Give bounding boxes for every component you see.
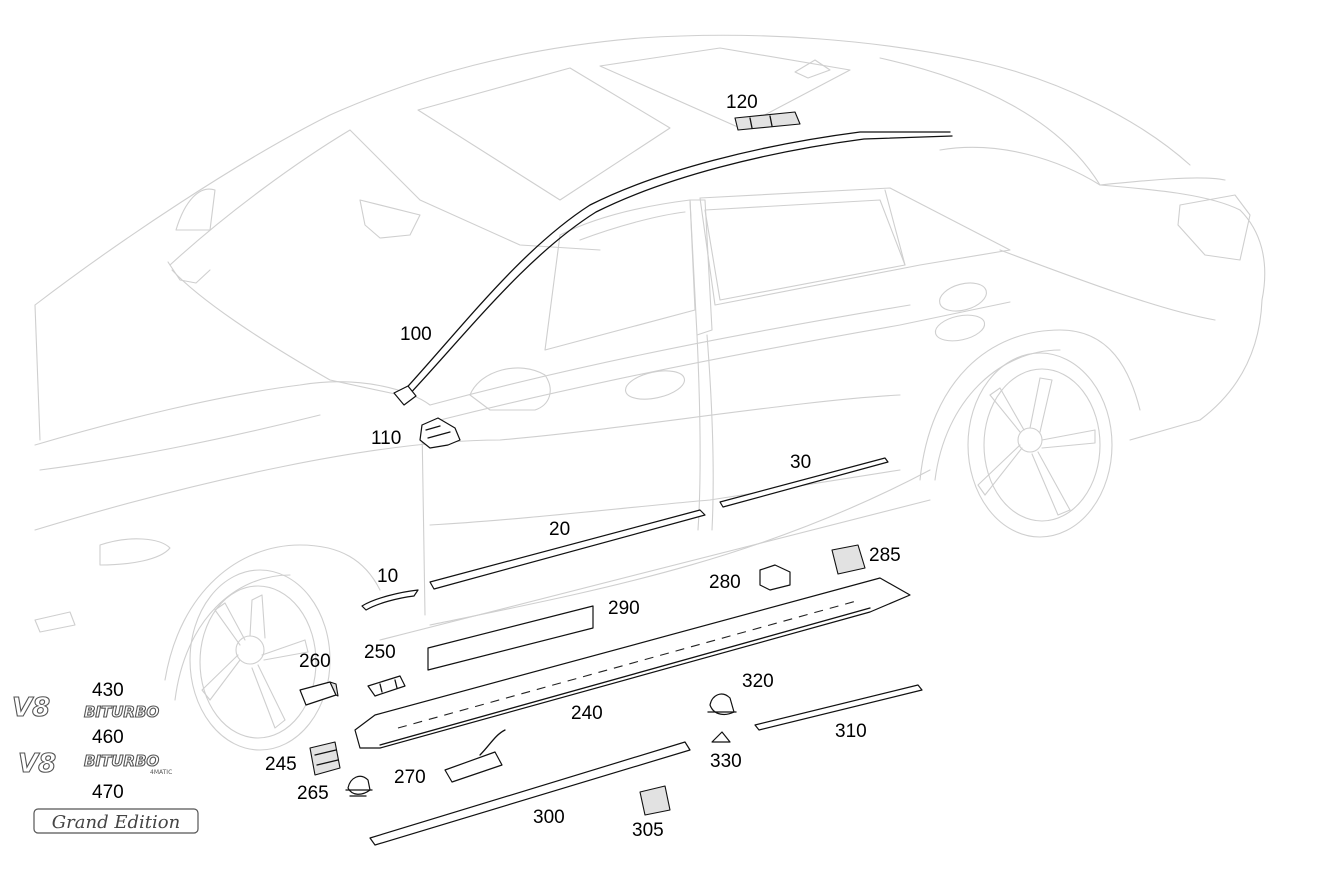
callout-270: 270 — [394, 767, 426, 788]
badge-430: V8 BITURBO — [11, 692, 160, 723]
callout-300: 300 — [533, 807, 565, 828]
part-110-clip — [419, 417, 461, 449]
callout-labels: 120 100 110 30 20 10 285 280 290 250 260… — [92, 92, 901, 841]
part-30-door-trim — [719, 457, 889, 508]
callout-240: 240 — [571, 703, 603, 724]
badge-460: V8 BITURBO 4MATIC — [17, 748, 172, 779]
callout-470: 470 — [92, 782, 124, 803]
callout-285: 285 — [869, 545, 901, 566]
part-320-push-clip — [707, 693, 737, 716]
badge-430-biturbo: BITURBO — [84, 703, 159, 721]
callout-430: 430 — [92, 680, 124, 701]
callout-10: 10 — [377, 566, 398, 587]
badge-460-v8: V8 — [18, 749, 56, 779]
part-10-trim — [361, 589, 419, 611]
callout-330: 330 — [710, 751, 742, 772]
badge-470-grand-edition: Grand Edition — [52, 812, 180, 833]
part-265-push-clip — [345, 775, 373, 797]
part-270-bracket — [444, 729, 506, 783]
callout-280: 280 — [709, 572, 741, 593]
callout-250: 250 — [364, 642, 396, 663]
part-120-roof-strip — [734, 111, 801, 131]
part-280-clip — [759, 564, 791, 591]
callout-260: 260 — [299, 651, 331, 672]
callout-30: 30 — [790, 452, 811, 473]
callout-320: 320 — [742, 671, 774, 692]
part-285-clip — [831, 544, 866, 575]
callout-310: 310 — [835, 721, 867, 742]
callout-305: 305 — [632, 820, 664, 841]
callout-120: 120 — [726, 92, 758, 113]
part-245-clip — [309, 741, 341, 776]
car-outline — [34, 34, 1266, 751]
callout-110: 110 — [371, 428, 401, 449]
part-300-lower-trim — [369, 741, 691, 846]
badge-470: Grand Edition — [33, 808, 199, 834]
badge-460-biturbo: BITURBO — [84, 752, 159, 770]
part-305-clip — [639, 785, 671, 816]
callout-100: 100 — [400, 324, 432, 345]
part-250-clip — [367, 675, 406, 697]
part-100-roof-trim — [393, 131, 953, 406]
callout-20: 20 — [549, 519, 570, 540]
badge-470-frame — [33, 808, 199, 834]
part-330-washer — [711, 731, 731, 743]
callout-245: 245 — [265, 754, 297, 775]
part-260-cap — [299, 681, 339, 706]
part-290-panel — [427, 605, 594, 671]
badge-430-v8: V8 — [12, 693, 50, 723]
callout-290: 290 — [608, 598, 640, 619]
part-240-side-skirt — [354, 577, 911, 749]
callout-460: 460 — [92, 727, 124, 748]
part-310-rear-trim — [754, 684, 923, 731]
badge-460-4matic: 4MATIC — [150, 769, 172, 776]
part-20-door-trim — [429, 509, 706, 590]
callout-265: 265 — [297, 783, 329, 804]
